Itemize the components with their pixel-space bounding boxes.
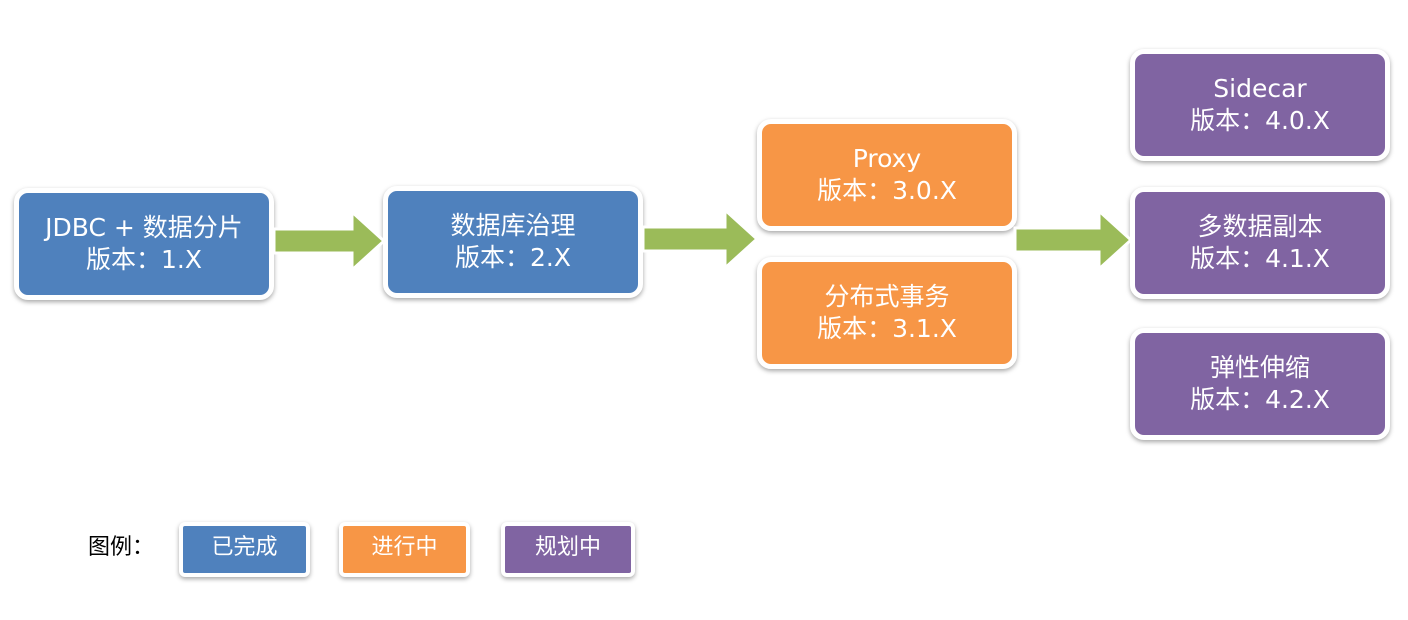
node-title: JDBC + 数据分片 [45,213,243,242]
arrow-1-to-2 [272,208,387,274]
node-title: 多数据副本 [1197,212,1323,241]
node-sidecar: Sidecar 版本：4.0.X [1130,49,1390,161]
node-title: Proxy [852,144,922,173]
node-distributed-transaction: 分布式事务 版本：3.1.X [757,257,1017,369]
node-version: 版本：4.0.X [1190,106,1330,135]
node-version: 版本：4.1.X [1190,244,1330,273]
arrow-2-to-3 [641,206,760,272]
node-proxy: Proxy 版本：3.0.X [757,119,1017,231]
node-jdbc-sharding: JDBC + 数据分片 版本：1.X [14,188,274,300]
node-version: 版本：3.0.X [817,176,957,205]
node-elastic-scaling: 弹性伸缩 版本：4.2.X [1130,328,1390,440]
node-title: 弹性伸缩 [1209,353,1310,382]
legend-planned: 规划中 [501,522,635,577]
node-version: 版本：4.2.X [1190,385,1330,414]
node-version: 版本：1.X [86,245,202,274]
node-title: Sidecar [1213,74,1307,103]
node-db-governance: 数据库治理 版本：2.X [383,186,643,298]
node-version: 版本：2.X [455,243,571,272]
arrow-3-to-4 [1013,207,1134,273]
node-title: 分布式事务 [824,282,950,311]
legend-done: 已完成 [179,522,310,577]
legend-label: 图例： [88,535,155,560]
node-version: 版本：3.1.X [817,314,957,343]
node-multi-replica: 多数据副本 版本：4.1.X [1130,187,1390,299]
node-title: 数据库治理 [450,211,576,240]
legend-in-progress: 进行中 [339,522,470,577]
